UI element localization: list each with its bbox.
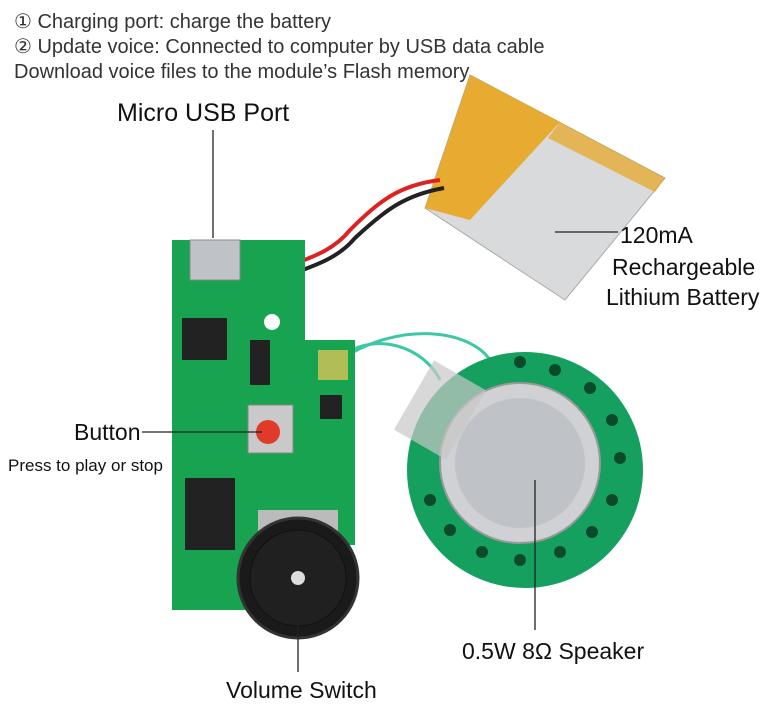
intro-line-3: Download voice files to the module’s Fla… bbox=[14, 61, 470, 83]
play-button[interactable] bbox=[256, 420, 280, 444]
battery-capacity-label: 120mA bbox=[620, 222, 693, 248]
intro-line-1: ① Charging port: charge the battery bbox=[14, 11, 331, 33]
intro-line-2: ② Update voice: Connected to computer by… bbox=[14, 36, 545, 58]
battery-chem-label: Lithium Battery bbox=[606, 284, 760, 310]
usb-port-label: Micro USB Port bbox=[117, 99, 290, 127]
button-label: Button bbox=[74, 419, 141, 445]
battery-type-label: Rechargeable bbox=[612, 254, 756, 280]
volume-knob[interactable] bbox=[236, 510, 360, 640]
speaker bbox=[394, 352, 643, 588]
lithium-battery bbox=[279, 74, 666, 301]
button-description: Press to play or stop bbox=[8, 456, 163, 475]
volume-switch-label: Volume Switch bbox=[226, 677, 377, 703]
micro-usb-port bbox=[189, 239, 241, 281]
speaker-label: 0.5W 8Ω Speaker bbox=[462, 638, 645, 664]
leader-lines bbox=[142, 130, 618, 672]
